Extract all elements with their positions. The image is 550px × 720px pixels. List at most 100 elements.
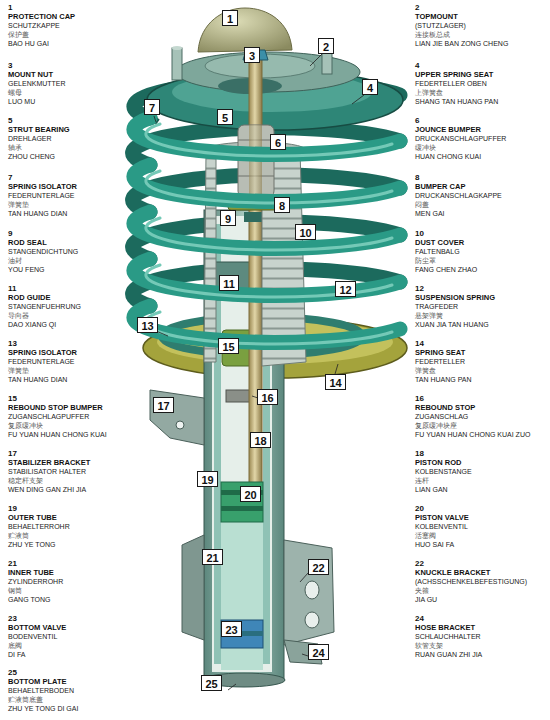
callout-box: 5 [217,109,233,125]
part-name-en: SPRING SEAT [415,348,465,357]
part-name-en: BUMPER CAP [415,182,465,191]
callout-box: 4 [362,79,378,95]
part-name-en: SUSPENSION SPRING [415,293,495,302]
callout-number: 22 [312,562,324,575]
callout-box: 7 [144,99,160,115]
callout-number: 16 [415,394,424,403]
part-name-en: PISTON VALVE [415,513,469,522]
callout-number: 14 [329,377,341,390]
part-name-en: JOUNCE BUMPER [415,125,481,134]
part-name-de: GELENKMUTTER [8,79,66,88]
part-name-zh: 悬架弹簧 [415,311,443,320]
part-name-de: FEDERUNTERLAGE [8,191,75,200]
callout-box: 16 [257,389,278,405]
part-name-pinyin: JIA GU [415,595,437,604]
callout-number: 19 [8,504,17,513]
part-name-pinyin: HUAN CHONG KUAI [415,152,481,161]
part-name-pinyin: GANG TONG [8,595,51,604]
part-name-en: OUTER TUBE [8,513,57,522]
callout-box: 12 [335,281,356,297]
part-name-de: KOLBENVENTIL [415,522,468,531]
callout-box: 24 [308,644,329,660]
part-name-en: BOTTOM VALVE [8,623,66,632]
callout-box: 22 [308,559,329,575]
part-name-en: HOSE BRACKET [415,623,475,632]
callout-box: 6 [270,134,286,150]
callout-box: 18 [250,432,271,448]
callout-number: 18 [415,449,424,458]
part-name-de: STABILISATOR HALTER [8,467,86,476]
callout-number: 11 [8,284,16,293]
part-name-zh: 连杆 [415,476,429,485]
part-name-pinyin: HUO SAI FA [415,540,454,549]
callout-number: 20 [415,504,424,513]
callout-number: 1 [8,3,12,12]
callout-box: 3 [244,47,260,63]
callout-box: 2 [318,38,334,54]
part-name-zh: 复原缓冲块座 [415,421,457,430]
callout-number: 20 [244,489,256,502]
callout-box: 25 [201,675,222,691]
part-name-pinyin: SHANG TAN HUANG PAN [415,97,498,106]
callout-number: 23 [8,614,17,623]
part-name-zh: 保护盖 [8,30,29,39]
part-name-de: KOLBENSTANGE [415,467,472,476]
callout-box: 14 [325,374,346,390]
callout-box: 20 [240,486,261,502]
part-name-pinyin: BAO HU GAI [8,39,49,48]
callout-number: 13 [8,339,17,348]
part-name-zh: 钢筒 [8,586,22,595]
part-name-pinyin: MEN GAI [415,209,445,218]
callout-number: 6 [275,137,281,150]
callout-number: 3 [8,61,12,70]
part-name-en: STABILIZER BRACKET [8,458,90,467]
callout-number: 17 [8,449,17,458]
part-name-pinyin: TAN HUANG DIAN [8,209,67,218]
callout-number: 2 [323,41,329,54]
part-name-zh: 缓冲块 [415,143,436,152]
callout-number: 15 [222,341,234,354]
part-name-de: STANGENDICHTUNG [8,247,78,256]
part-name-zh: 轴承 [8,143,22,152]
callout-number: 16 [261,392,273,405]
part-name-pinyin: FU YUAN HUAN CHONG KUAI [8,430,107,439]
part-name-de: STANGENFUEHRUNG [8,302,81,311]
callout-number: 13 [141,320,153,333]
callout-number: 25 [205,678,217,691]
part-name-pinyin: LIAN JIE BAN ZONG CHENG [415,39,508,48]
callout-number: 7 [149,102,155,115]
callout-number: 4 [415,61,419,70]
part-name-de: FEDERTELLER OBEN [415,79,487,88]
callout-number: 6 [415,116,419,125]
part-name-de: FALTENBALG [415,247,460,256]
callout-number: 24 [312,647,324,660]
callout-box: 15 [218,338,239,354]
part-name-pinyin: WEN DING GAN ZHI JIA [8,485,86,494]
part-name-en: SPRING ISOLATOR [8,182,77,191]
callout-box: 23 [221,621,242,637]
callout-number: 7 [8,173,12,182]
part-name-en: ROD GUIDE [8,293,51,302]
callout-number: 14 [415,339,424,348]
part-name-de: FEDERUNTERLAGE [8,357,75,366]
part-name-de: SCHLAUCHHALTER [415,632,481,641]
callout-number: 9 [225,213,231,226]
callout-number: 17 [157,400,169,413]
part-name-de: ZUGANSCHLAGPUFFER [8,412,89,421]
part-name-zh: 夹箍 [415,586,429,595]
callout-number: 25 [8,668,17,677]
callout-number: 8 [279,200,285,213]
callout-box: 11 [219,275,239,291]
part-name-en: REBOUND STOP BUMPER [8,403,103,412]
part-name-de: BODENVENTIL [8,632,57,641]
part-name-de: BEHAELTERROHR [8,522,70,531]
callout-number: 19 [201,474,213,487]
part-name-zh: 复原缓冲块 [8,421,43,430]
part-name-en: PISTON ROD [415,458,462,467]
callout-number: 4 [367,82,373,95]
callout-number: 10 [299,227,311,240]
part-name-pinyin: DI FA [8,650,26,659]
